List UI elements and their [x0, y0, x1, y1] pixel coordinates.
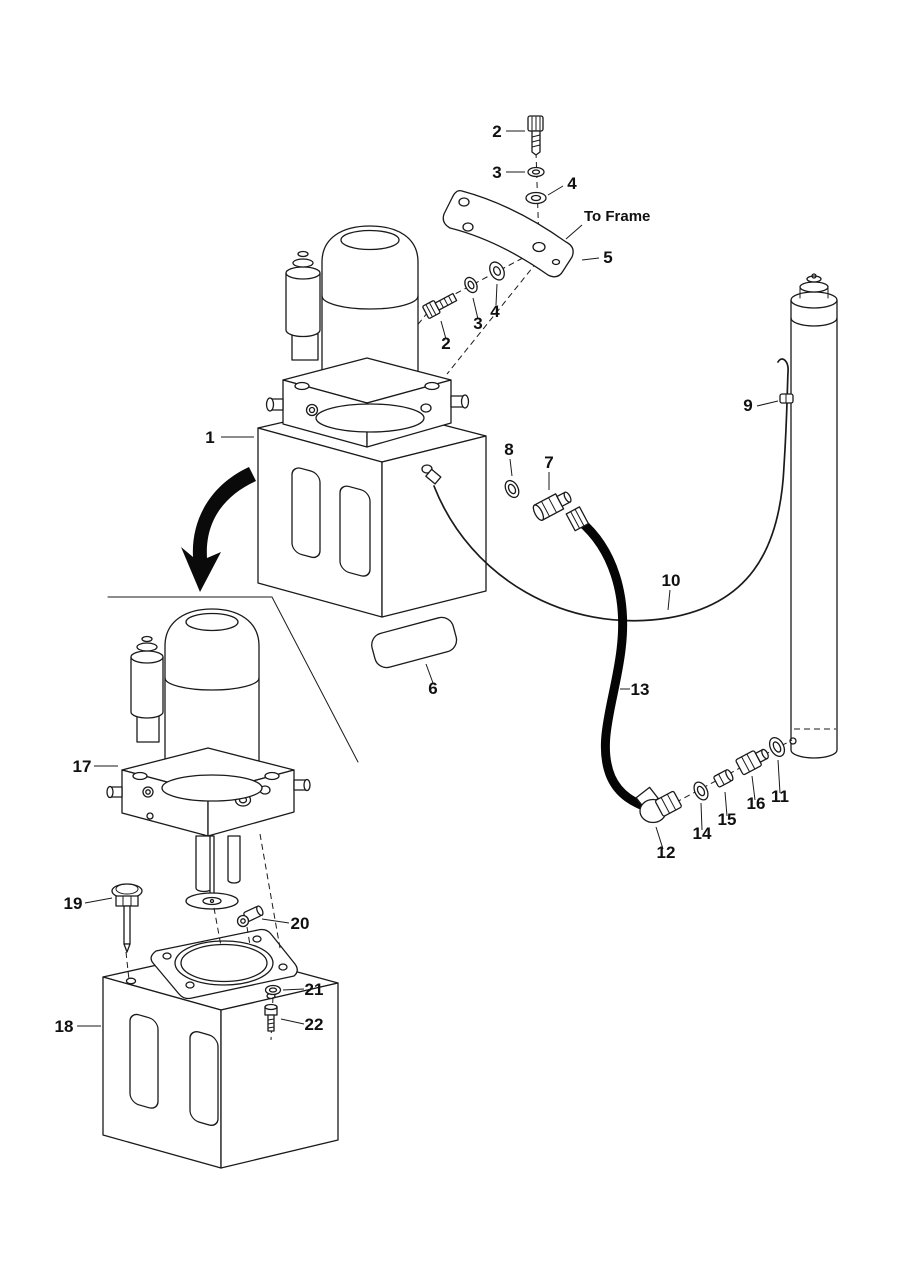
pump-suction-assembly [185, 835, 241, 910]
part-20-fitting [236, 905, 264, 928]
part-9-clamp [779, 393, 794, 404]
pointer-arrow [181, 467, 256, 592]
part-1-power-unit [257, 225, 487, 618]
svg-text:4: 4 [567, 174, 577, 193]
svg-text:19: 19 [64, 894, 83, 913]
svg-text:15: 15 [718, 810, 737, 829]
svg-text:2: 2 [492, 122, 501, 141]
part-16-fitting [735, 748, 769, 776]
part-17-pump-motor-assembly [106, 608, 311, 837]
callout-2-mid: 2 [440, 320, 451, 353]
part-11-washer [768, 737, 786, 757]
motor-flange-upper [315, 403, 425, 433]
svg-text:5: 5 [603, 248, 612, 267]
callout-8: 8 [504, 440, 514, 477]
part-12-elbow-fitting [635, 786, 682, 824]
sight-glass-slots-lower [129, 1013, 219, 1126]
callout-9: 9 [743, 396, 779, 415]
svg-text:3: 3 [492, 163, 501, 182]
callout-6: 6 [425, 663, 438, 698]
part-13-hydraulic-hose [565, 506, 656, 814]
start-solenoid-upper [285, 250, 321, 361]
detail-boundary-line [107, 596, 359, 763]
callout-3-mid: 3 [472, 297, 483, 333]
callout-22: 22 [280, 1015, 324, 1034]
svg-text:8: 8 [504, 440, 513, 459]
svg-text:6: 6 [428, 679, 437, 698]
part-5-mounting-bracket [442, 190, 574, 278]
svg-text:10: 10 [662, 571, 681, 590]
part-3-washer-mid [464, 276, 478, 294]
svg-text:18: 18 [55, 1017, 74, 1036]
callout-2-top: 2 [492, 122, 525, 141]
svg-text:22: 22 [305, 1015, 324, 1034]
part-14-washer [693, 781, 709, 801]
lift-cylinder [789, 273, 838, 759]
callout-4-mid: 4 [490, 283, 500, 321]
svg-text:9: 9 [743, 396, 752, 415]
svg-text:To Frame: To Frame [584, 208, 650, 225]
svg-text:2: 2 [441, 334, 450, 353]
to-frame-label: To Frame [565, 208, 650, 240]
sight-glass-slots [291, 467, 371, 577]
part-8-seal-washer [504, 479, 520, 499]
tank-mounting-plate [150, 928, 298, 1000]
callout-19: 19 [64, 894, 113, 913]
callouts: 2 3 4 To Frame 5 2 3 4 1 8 7 9 10 13 6 1… [55, 122, 789, 1036]
callout-21: 21 [282, 980, 324, 999]
part-21-washer [264, 984, 282, 996]
part-4-washer-top [525, 191, 547, 205]
svg-text:21: 21 [305, 980, 324, 999]
svg-text:1: 1 [205, 428, 214, 447]
svg-text:4: 4 [490, 302, 500, 321]
part-7-hose-adapter [532, 491, 572, 521]
callout-14: 14 [693, 802, 712, 843]
callout-11: 11 [771, 759, 789, 806]
start-solenoid-lower [130, 635, 164, 743]
callout-15: 15 [718, 791, 737, 829]
callout-3-top: 3 [492, 163, 525, 182]
svg-text:20: 20 [291, 914, 310, 933]
svg-text:17: 17 [73, 757, 92, 776]
fitting-axis-dashed-line [657, 739, 793, 813]
pump-outlet-fitting [421, 464, 442, 485]
svg-text:13: 13 [631, 680, 650, 699]
svg-text:3: 3 [473, 314, 482, 333]
svg-text:12: 12 [657, 843, 676, 862]
svg-text:14: 14 [693, 824, 712, 843]
svg-text:11: 11 [771, 787, 789, 806]
part-3-washer-top [527, 166, 545, 178]
motor-flange-lower [161, 774, 263, 802]
part-2-bolt-top [527, 115, 544, 156]
part-15-fitting [713, 769, 734, 788]
callout-17: 17 [73, 757, 118, 776]
callout-13: 13 [620, 680, 649, 699]
part-19-breather-dipstick [111, 883, 143, 953]
callout-18: 18 [55, 1017, 101, 1036]
part-22-bolt [264, 1003, 278, 1032]
callout-4-top: 4 [547, 174, 577, 196]
callout-12: 12 [655, 826, 676, 862]
callout-5: 5 [581, 248, 613, 267]
callout-1: 1 [205, 428, 254, 447]
part-6-pad [371, 616, 458, 669]
part-2-bolt-mid [422, 292, 458, 319]
callout-16: 16 [747, 775, 766, 813]
motor-lower [164, 608, 260, 799]
callout-10: 10 [662, 571, 681, 611]
svg-text:7: 7 [544, 453, 553, 472]
part-10-tube-line [433, 358, 789, 622]
callout-7: 7 [544, 453, 554, 490]
svg-text:16: 16 [747, 794, 766, 813]
callout-20: 20 [261, 914, 310, 933]
part-4-washer-mid [489, 261, 505, 281]
